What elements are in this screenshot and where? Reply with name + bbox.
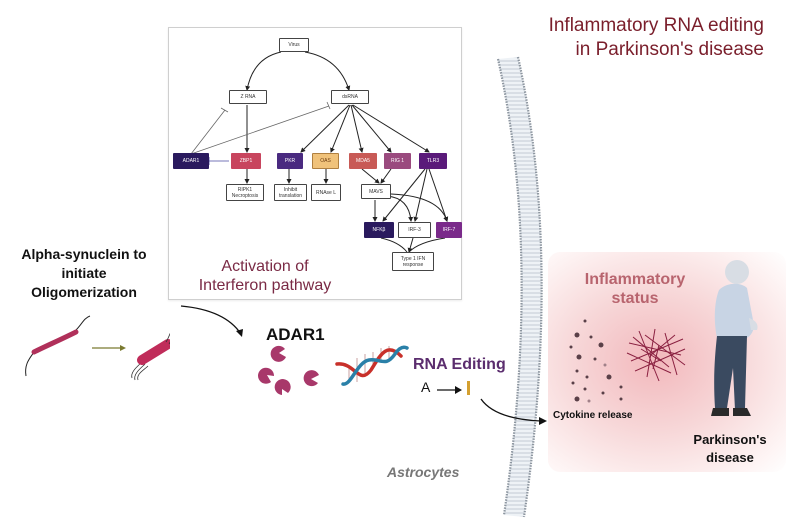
arrow-green-icon	[92, 345, 126, 351]
node-inhibit-translation: Inhibit translation	[274, 184, 307, 201]
node-mavs: MAVS	[361, 184, 391, 199]
curved-arrow-to-cytokine	[480, 398, 547, 425]
node-rig1: RIG 1	[384, 153, 411, 169]
adar1-protein-icon	[258, 367, 275, 384]
title-line-1: Inflammatory RNA editing	[548, 15, 764, 36]
node-oas: OAS	[312, 153, 339, 169]
panel-caption-line-2: Interferon pathway	[198, 277, 332, 294]
node-pkr: PKR	[277, 153, 303, 169]
cytokine-release-label: Cytokine release	[553, 410, 633, 421]
adar1-label: ADAR1	[266, 325, 325, 344]
node-adar1: ADAR1	[173, 153, 209, 169]
node-irf3: IRF-3	[398, 222, 431, 238]
alpha-synuclein-illustration	[25, 315, 170, 381]
alpha-synuclein-line-2: initiate	[61, 265, 107, 281]
panel-caption-line-1: Activation of	[221, 258, 309, 275]
pathway-edges	[190, 51, 449, 253]
cell-membrane	[496, 56, 543, 518]
panel-caption: Activation of Interferon pathway	[185, 257, 345, 295]
inflammatory-line-1: Inflammatory	[584, 271, 686, 288]
cytokine-particles	[569, 319, 623, 403]
node-z-rna: Z RNA	[229, 90, 267, 104]
oligomer-icon	[131, 332, 170, 381]
parkinsons-patient-icon	[711, 260, 758, 416]
alpha-synuclein-line-1: Alpha-synuclein to	[21, 246, 147, 262]
adar1-proteins	[258, 345, 319, 395]
node-irf7: IRF-7	[436, 222, 462, 238]
adar1-protein-icon	[303, 370, 319, 387]
alpha-synuclein-line-3: Oligomerization	[31, 284, 137, 300]
monomer-icon	[25, 315, 91, 377]
curved-arrow-to-adar1	[180, 305, 243, 337]
pd-label-line-2: disease	[706, 450, 754, 465]
adar1-protein-icon	[274, 379, 291, 395]
node-virus: Virus	[279, 38, 309, 52]
node-rnase-l: RNAse L	[311, 184, 341, 201]
rna-helix-icon	[335, 345, 409, 386]
inflammatory-status-label: Inflammatory status	[560, 270, 710, 308]
node-mda5: MDA5	[349, 153, 377, 169]
astrocytes-label: Astrocytes	[387, 464, 460, 480]
node-ripk1: RIPK1 Necroptosis	[226, 184, 264, 201]
adar1-protein-icon	[270, 345, 286, 362]
inflammatory-line-2: status	[611, 290, 659, 307]
node-dsrna: dsRNA	[331, 90, 369, 104]
title-line-2: in Parkinson's disease	[575, 39, 764, 60]
a-to-i-arrow-icon	[437, 386, 462, 394]
adenosine-label: A	[421, 379, 431, 395]
alpha-synuclein-label: Alpha-synuclein to initiate Oligomerizat…	[10, 245, 158, 302]
inosine-marker	[467, 381, 470, 395]
node-tlr3: TLR3	[419, 153, 447, 169]
parkinsons-disease-label: Parkinson's disease	[690, 431, 770, 467]
interferon-pathway-panel: Virus Z RNA dsRNA ADAR1 ZBP1 PKR OAS MDA…	[168, 27, 462, 300]
figure-title: Inflammatory RNA editing in Parkinson's …	[490, 14, 764, 62]
node-zbp1: ZBP1	[231, 153, 261, 169]
node-nfkb: NFKβ	[364, 222, 394, 238]
node-type1-ifn: Type 1 IFN response	[392, 252, 434, 271]
fibril-aggregate-icon	[626, 328, 686, 382]
pd-label-line-1: Parkinson's	[693, 432, 767, 447]
rna-editing-label: RNA Editing	[413, 356, 506, 373]
